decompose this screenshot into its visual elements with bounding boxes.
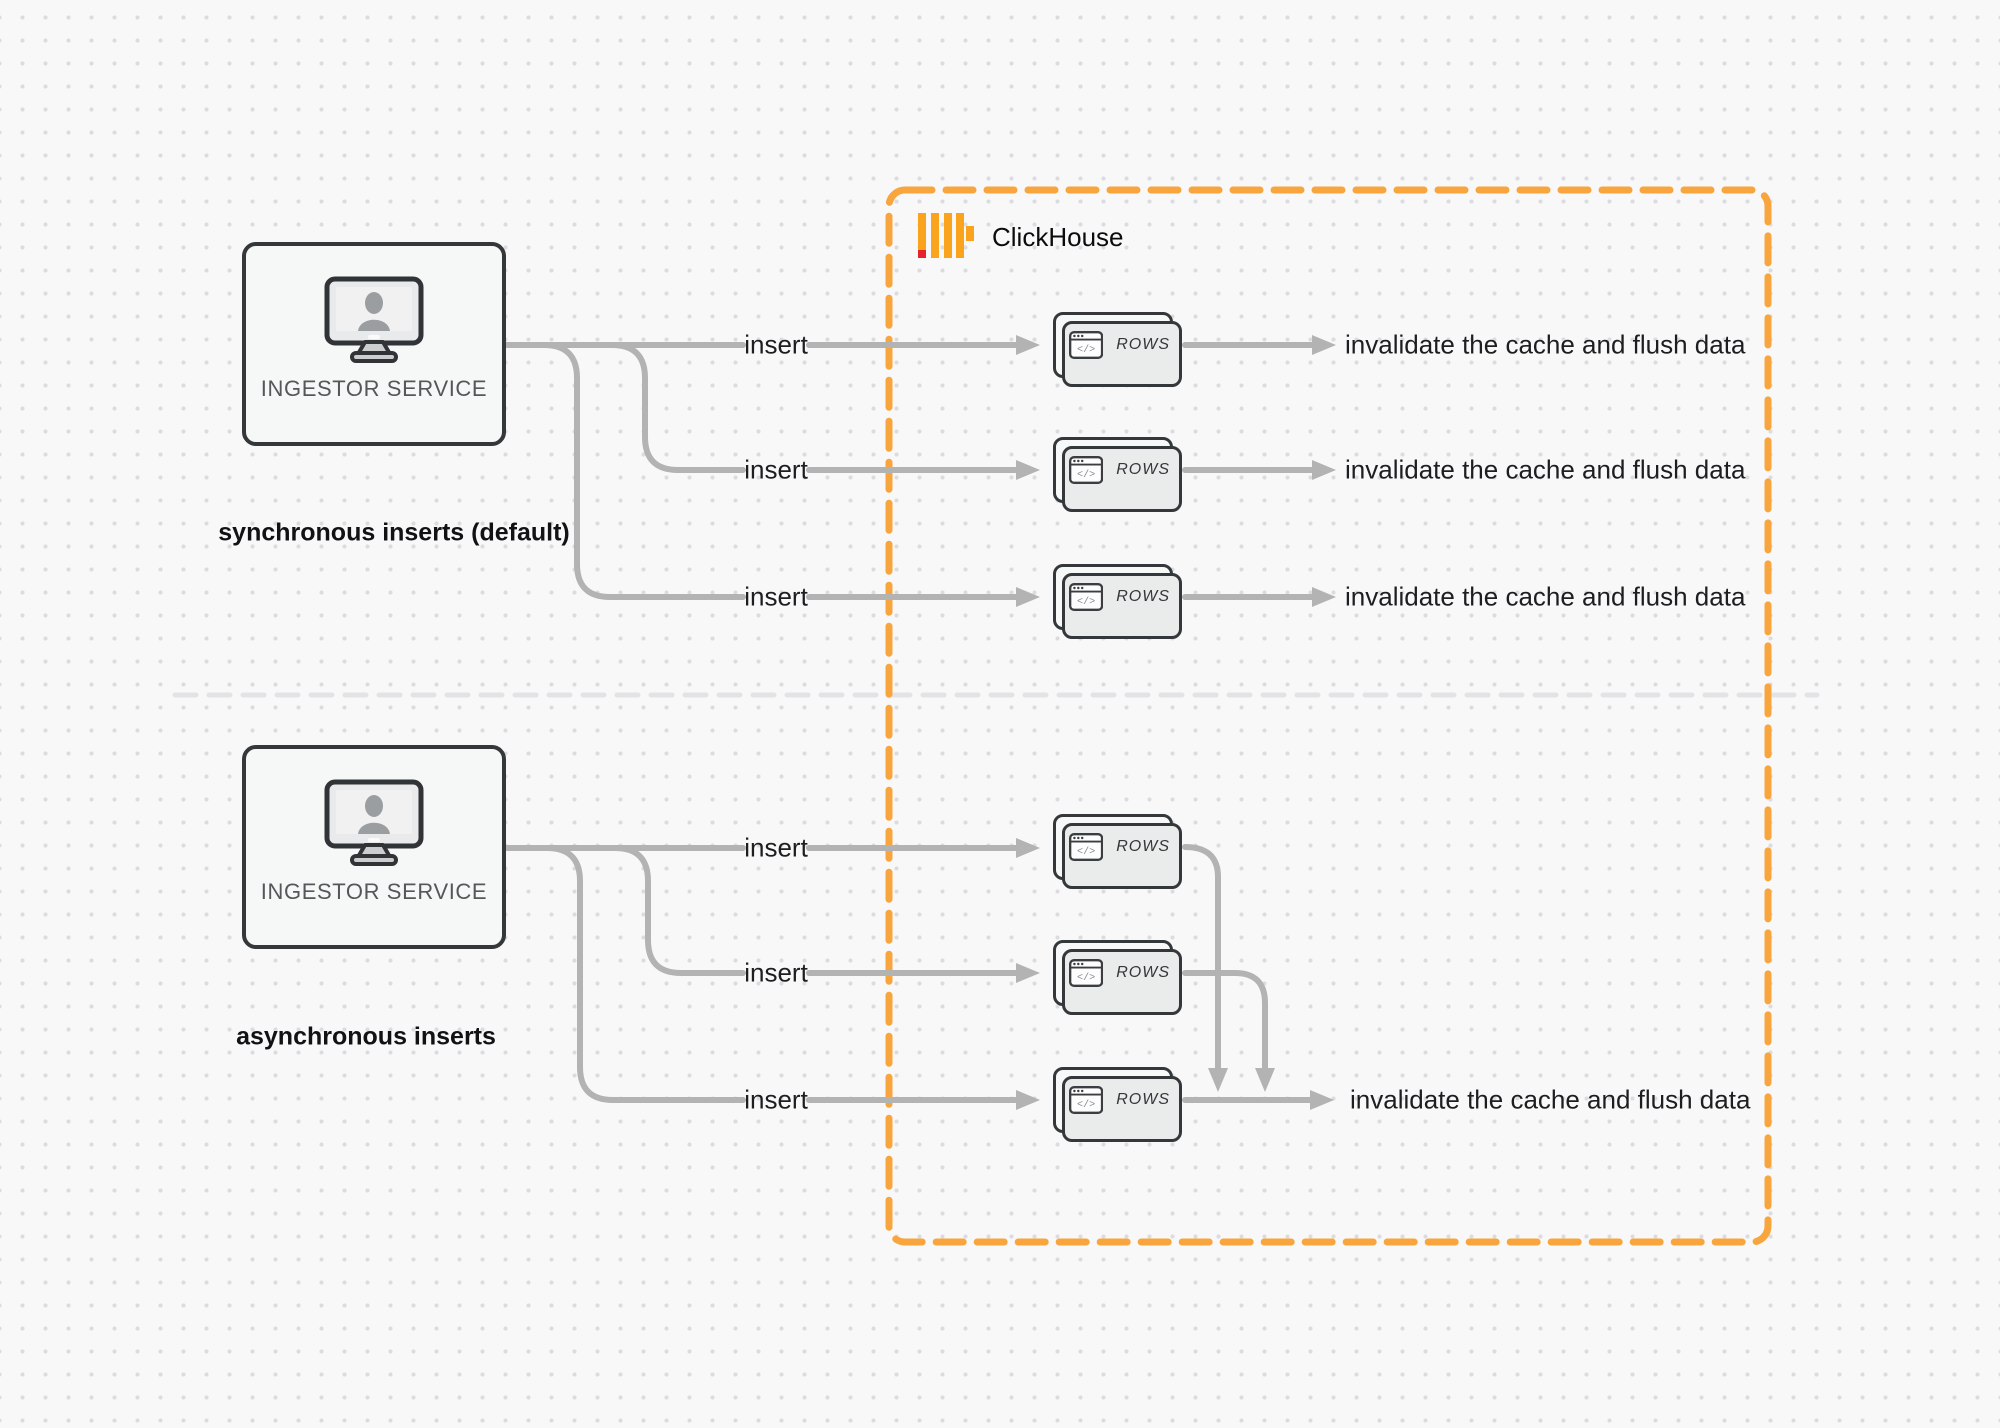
clickhouse-logo[interactable]: ClickHouse — [918, 213, 1124, 261]
sync-branch-row3 — [541, 342, 746, 600]
rows-label: ROWS — [1116, 588, 1170, 605]
invalidate-label-sync-3: invalidate the cache and flush data — [1345, 581, 1746, 612]
async-branch-row2 — [612, 845, 746, 976]
rows-card-sync-1[interactable]: </> ROWS — [1053, 312, 1182, 387]
insert-label-sync-2: insert — [744, 454, 808, 485]
monitor-user-icon — [324, 779, 424, 866]
rows-label: ROWS — [1116, 461, 1170, 478]
clickhouse-boundary[interactable] — [885, 186, 1772, 1246]
async-branch-row3 — [544, 845, 746, 1103]
rows-label: ROWS — [1116, 336, 1170, 353]
code-window-icon: </> — [1069, 583, 1104, 611]
insert-label-async-3: insert — [744, 1084, 808, 1115]
sync-caption: synchronous inserts (default) — [218, 518, 570, 547]
rows-label: ROWS — [1116, 1091, 1170, 1108]
clickhouse-logo-icon — [918, 213, 974, 258]
monitor-user-icon — [324, 276, 424, 363]
svg-text:</>: </> — [1077, 596, 1095, 608]
insert-label-sync-3: insert — [744, 581, 808, 612]
code-window-icon: </> — [1069, 1086, 1104, 1114]
ingestor-service-node-sync[interactable]: INGESTOR SERVICE — [242, 242, 506, 446]
code-window-icon: </> — [1069, 833, 1104, 861]
insert-label-sync-1: insert — [744, 329, 808, 360]
insert-label-async-1: insert — [744, 832, 808, 863]
rows-label: ROWS — [1116, 964, 1170, 981]
rows-card-async-2[interactable]: </> ROWS — [1053, 940, 1182, 1015]
async-converge-row2 — [1182, 970, 1275, 1092]
rows-card-sync-2[interactable]: </> ROWS — [1053, 437, 1182, 512]
code-window-icon: </> — [1069, 456, 1104, 484]
clickhouse-title: ClickHouse — [992, 221, 1124, 252]
insert-label-async-2: insert — [744, 957, 808, 988]
svg-text:</>: </> — [1077, 972, 1095, 984]
connector-group — [503, 335, 1336, 1110]
svg-text:</>: </> — [1077, 344, 1095, 356]
invalidate-label-sync-2: invalidate the cache and flush data — [1345, 454, 1746, 485]
sync-branch-row2 — [609, 342, 746, 473]
code-window-icon: </> — [1069, 959, 1104, 987]
rows-card-async-3[interactable]: </> ROWS — [1053, 1067, 1182, 1142]
invalidate-label-sync-1: invalidate the cache and flush data — [1345, 329, 1746, 360]
ingestor-service-label: INGESTOR SERVICE — [260, 879, 488, 904]
svg-text:</>: </> — [1077, 1099, 1095, 1111]
svg-text:</>: </> — [1077, 469, 1095, 481]
async-converge-row1 — [1182, 844, 1228, 1092]
svg-text:</>: </> — [1077, 846, 1095, 858]
async-caption: asynchronous inserts — [236, 1022, 496, 1051]
ingestor-service-label: INGESTOR SERVICE — [260, 376, 488, 401]
rows-card-async-1[interactable]: </> ROWS — [1053, 814, 1182, 889]
ingestor-service-node-async[interactable]: INGESTOR SERVICE — [242, 745, 506, 949]
rows-card-sync-3[interactable]: </> ROWS — [1053, 564, 1182, 639]
code-window-icon: </> — [1069, 331, 1104, 359]
rows-label: ROWS — [1116, 838, 1170, 855]
invalidate-label-async: invalidate the cache and flush data — [1350, 1084, 1751, 1115]
